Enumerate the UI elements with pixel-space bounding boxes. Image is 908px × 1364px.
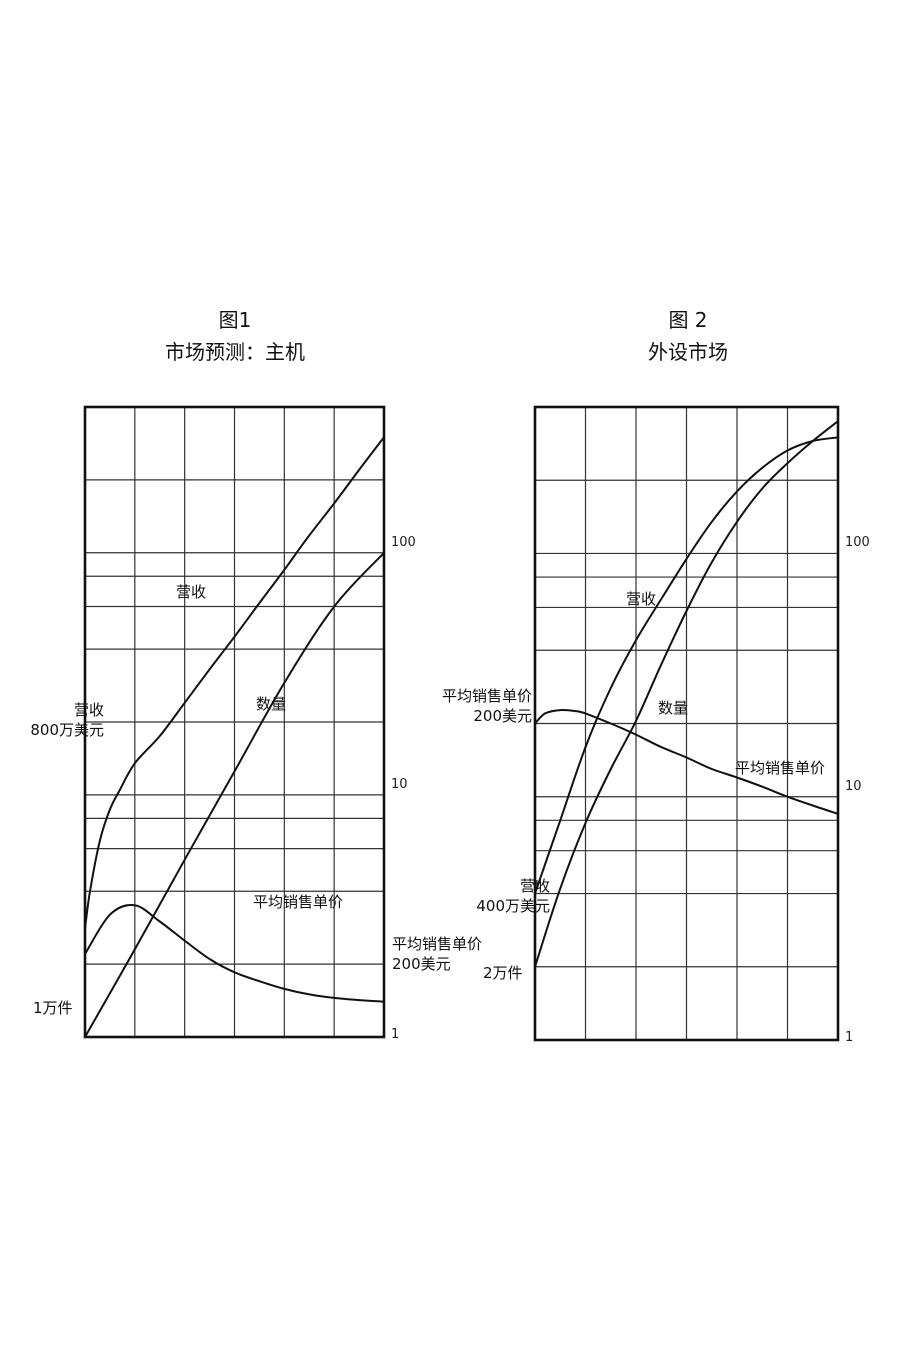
chart-1-revenue-start-label: 营收 800万美元: [12, 700, 104, 740]
y-tick-label: 10: [391, 776, 408, 792]
chart-2-revenue-label: 营收: [626, 590, 657, 608]
y-tick-label: 1: [845, 1030, 854, 1045]
chart-2-quantity-start-label: 2万件: [483, 964, 523, 982]
chart-1-asp-end-label: 平均销售单价 200美元: [392, 934, 482, 974]
chart-2-quantity-label: 数量: [658, 699, 689, 717]
chart-1-quantity-start-label: 1万件: [33, 999, 73, 1017]
chart-1-quantity-label: 数量: [256, 695, 287, 713]
chart-1-revenue-label: 营收: [176, 583, 207, 601]
figure-2-number: 图 2: [668, 308, 708, 332]
chart-1-asp-end-value: 200美元: [392, 955, 451, 973]
chart-1-revenue-start-value: 800万美元: [30, 721, 104, 739]
chart-2-plot: [533, 405, 840, 1042]
chart-1-asp-label: 平均销售单价: [253, 893, 344, 911]
chart-2-asp-label: 平均销售单价: [735, 759, 826, 777]
figure-1-title: 图1 市场预测：主机: [75, 304, 395, 368]
figure-1-number: 图1: [218, 308, 252, 332]
figure-2-subtitle: 外设市场: [648, 340, 728, 364]
y-tick-label: 10: [845, 778, 862, 794]
series-line-1: [534, 420, 839, 968]
series-line-2: [534, 709, 839, 815]
chart-2-revenue-start-name: 营收: [519, 877, 550, 895]
chart-1-plot: [83, 405, 386, 1039]
series-line-0: [534, 436, 839, 894]
y-tick-label: 100: [391, 534, 416, 550]
figure-2-title: 图 2 外设市场: [528, 304, 848, 368]
series-line-0: [84, 436, 385, 929]
y-tick-label: 100: [845, 535, 870, 551]
figure-1-subtitle: 市场预测：主机: [165, 340, 305, 364]
chart-2-asp-start-name: 平均销售单价: [441, 687, 532, 705]
series-line-2: [84, 904, 385, 1003]
plot-frame: [83, 405, 386, 1039]
chart-2-revenue-start-label: 营收 400万美元: [440, 876, 550, 916]
chart-1-asp-end-name: 平均销售单价: [392, 935, 483, 953]
y-tick-label: 1: [391, 1027, 400, 1042]
chart-2-revenue-start-value: 400万美元: [476, 897, 550, 915]
chart-2-asp-start-value: 200美元: [473, 707, 532, 725]
chart-1-revenue-start-name: 营收: [73, 701, 104, 719]
chart-2-asp-start-label: 平均销售单价 200美元: [420, 686, 532, 726]
series-line-1: [84, 552, 385, 1038]
